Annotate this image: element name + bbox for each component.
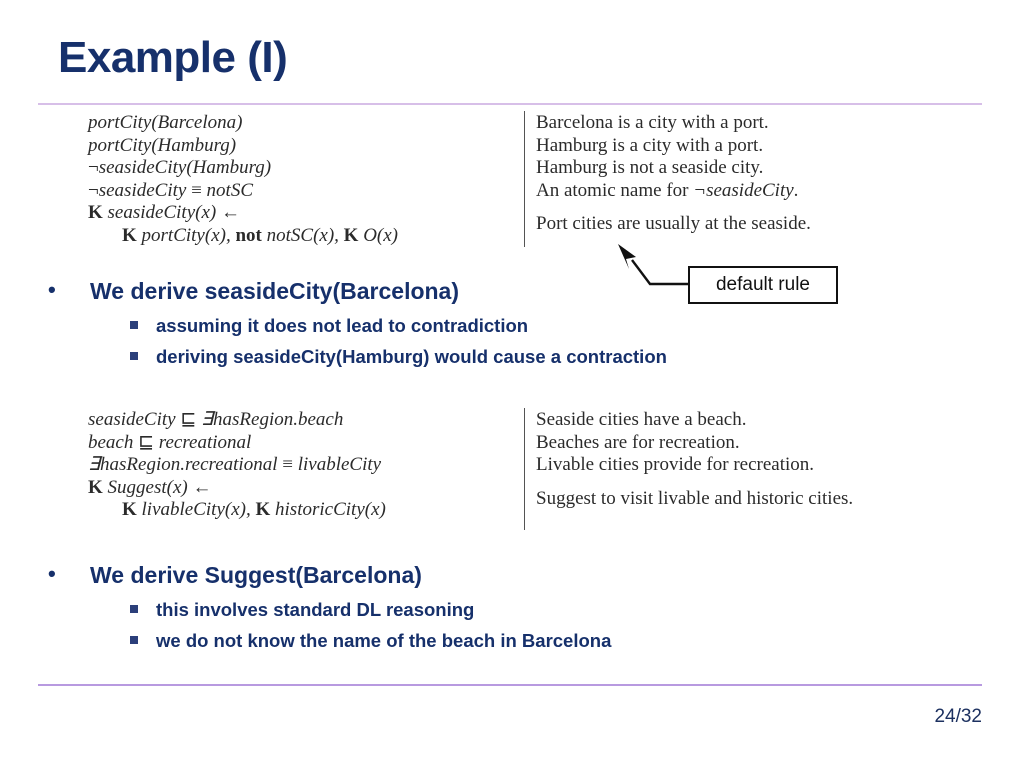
formula-text: seasideCity(Hamburg): [98, 157, 272, 178]
formula-line-1: seasideCity ⊑ ∃hasRegion.beach: [88, 409, 386, 432]
formula-text: recreational: [158, 431, 252, 453]
formula-text: seasideCity: [98, 179, 187, 201]
formula-text: O(x): [363, 224, 399, 246]
formula-text: notSC(x),: [266, 224, 339, 246]
paragraph-gap: [536, 477, 853, 488]
formula-line-3: ∃hasRegion.recreational ≡ livableCity: [88, 454, 386, 477]
narrative-line: Seaside cities have a beach.: [536, 409, 747, 430]
footer-divider: [38, 684, 982, 686]
formula-text: livableCity: [297, 454, 382, 475]
formula-line-5: K livableCity(x), K historicCity(x): [88, 499, 386, 522]
formula-text: portCity(Hamburg): [88, 134, 237, 156]
narrative-line: Hamburg is not a seaside city.: [536, 157, 764, 178]
formula-line-2: beach ⊑ recreational: [88, 432, 386, 455]
formula-text: seasideCity(x): [107, 202, 217, 223]
narrative-line: Port cities are usually at the seaside.: [536, 213, 811, 234]
callout-arrow-icon: [618, 244, 700, 286]
formula-text: notSC: [206, 179, 253, 201]
narrative-text: seasideCity: [706, 179, 794, 201]
left-arrow-icon: ←: [192, 476, 212, 498]
default-rule-callout: default rule: [688, 266, 838, 304]
bullet-group-lower: • We derive Suggest(Barcelona) this invo…: [48, 560, 611, 654]
callout-label: default rule: [715, 274, 810, 295]
bullet-primary: • We derive seasideCity(Barcelona): [48, 276, 667, 306]
formula-line-3: ¬seasideCity(Hamburg): [88, 157, 398, 180]
narrative-line: Barcelona is a city with a port.: [536, 112, 769, 133]
narrative-line: Suggest to visit livable and historic ci…: [536, 487, 854, 509]
formula-text: portCity(x),: [141, 224, 231, 246]
k-operator: K: [88, 202, 103, 223]
column-divider: [524, 111, 525, 247]
formula-line-2: portCity(Hamburg): [88, 135, 398, 158]
header-divider: [38, 103, 982, 105]
bullet-secondary-label: this involves standard DL reasoning: [156, 599, 475, 620]
bullet-square-icon: [130, 343, 156, 370]
k-operator: K: [122, 224, 137, 246]
page-number: 24/32: [934, 706, 982, 727]
formula-line-5: K seasideCity(x) ←: [88, 202, 398, 225]
bullet-group-upper: • We derive seasideCity(Barcelona) assum…: [48, 276, 667, 370]
bullet-square-icon: [130, 312, 156, 339]
narrative-block-upper: Barcelona is a city with a port. Hamburg…: [536, 112, 811, 236]
formula-text: seasideCity: [88, 409, 176, 430]
formula-text: Suggest(x): [107, 476, 188, 498]
narrative-line: Hamburg is a city with a port.: [536, 134, 764, 156]
subsumption-icon: ⊑: [180, 409, 197, 430]
narrative-text: An atomic name for: [536, 179, 694, 201]
bullet-dot-icon: •: [48, 277, 56, 302]
bullet-secondary: deriving seasideCity(Hamburg) would caus…: [130, 343, 667, 370]
narrative-text: .: [793, 179, 799, 201]
bullet-secondary-label: we do not know the name of the beach in …: [156, 630, 612, 651]
bullet-secondary-label: assuming it does not lead to contradicti…: [156, 315, 529, 336]
page-title: Example (I): [58, 33, 288, 82]
formula-block-lower: seasideCity ⊑ ∃hasRegion.beach beach ⊑ r…: [88, 409, 386, 522]
k-operator: K: [255, 499, 271, 520]
left-arrow-icon: ←: [220, 202, 240, 223]
bullet-primary-label: We derive Suggest(Barcelona): [90, 562, 422, 588]
bullet-dot-icon: •: [48, 561, 56, 586]
column-divider: [524, 408, 525, 530]
narrative-line: Beaches are for recreation.: [536, 431, 740, 453]
bullet-secondary: assuming it does not lead to contradicti…: [130, 312, 667, 339]
formula-text: historicCity(x): [275, 499, 386, 520]
bullet-primary: • We derive Suggest(Barcelona): [48, 560, 611, 590]
narrative-block-lower: Seaside cities have a beach. Beaches are…: [536, 409, 853, 510]
k-operator: K: [88, 476, 103, 498]
formula-text: ∃hasRegion.beach: [201, 409, 344, 430]
k-operator: K: [343, 224, 359, 246]
bullet-secondary-label: deriving seasideCity(Hamburg) would caus…: [156, 346, 667, 367]
equivalence-icon: ≡: [191, 179, 202, 201]
bullet-primary-label: We derive seasideCity(Barcelona): [90, 278, 460, 304]
formula-text: beach: [88, 431, 134, 453]
negation-icon: ¬: [88, 179, 99, 201]
formula-block-upper: portCity(Barcelona) portCity(Hamburg) ¬s…: [88, 112, 398, 247]
narrative-line: Livable cities provide for recreation.: [536, 454, 815, 475]
not-operator: not: [235, 224, 262, 246]
bullet-secondary: we do not know the name of the beach in …: [130, 627, 611, 654]
equivalence-icon: ≡: [282, 454, 293, 475]
subsumption-icon: ⊑: [138, 431, 155, 453]
formula-line-4: K Suggest(x) ←: [88, 477, 386, 500]
k-operator: K: [122, 499, 137, 520]
bullet-square-icon: [130, 596, 156, 623]
negation-icon: ¬: [693, 179, 707, 201]
bullet-square-icon: [130, 627, 156, 654]
negation-icon: ¬: [88, 157, 99, 178]
formula-text: portCity(Barcelona): [88, 112, 243, 133]
paragraph-gap: [536, 202, 811, 213]
bullet-secondary: this involves standard DL reasoning: [130, 596, 611, 623]
formula-line-1: portCity(Barcelona): [88, 112, 398, 135]
formula-text: ∃hasRegion.recreational: [88, 454, 278, 475]
formula-text: livableCity(x),: [141, 499, 251, 520]
narrative-line: An atomic name for ¬seasideCity.: [536, 180, 811, 203]
formula-line-6: K portCity(x), not notSC(x), K O(x): [88, 225, 398, 248]
formula-line-4: ¬seasideCity ≡ notSC: [88, 180, 398, 203]
